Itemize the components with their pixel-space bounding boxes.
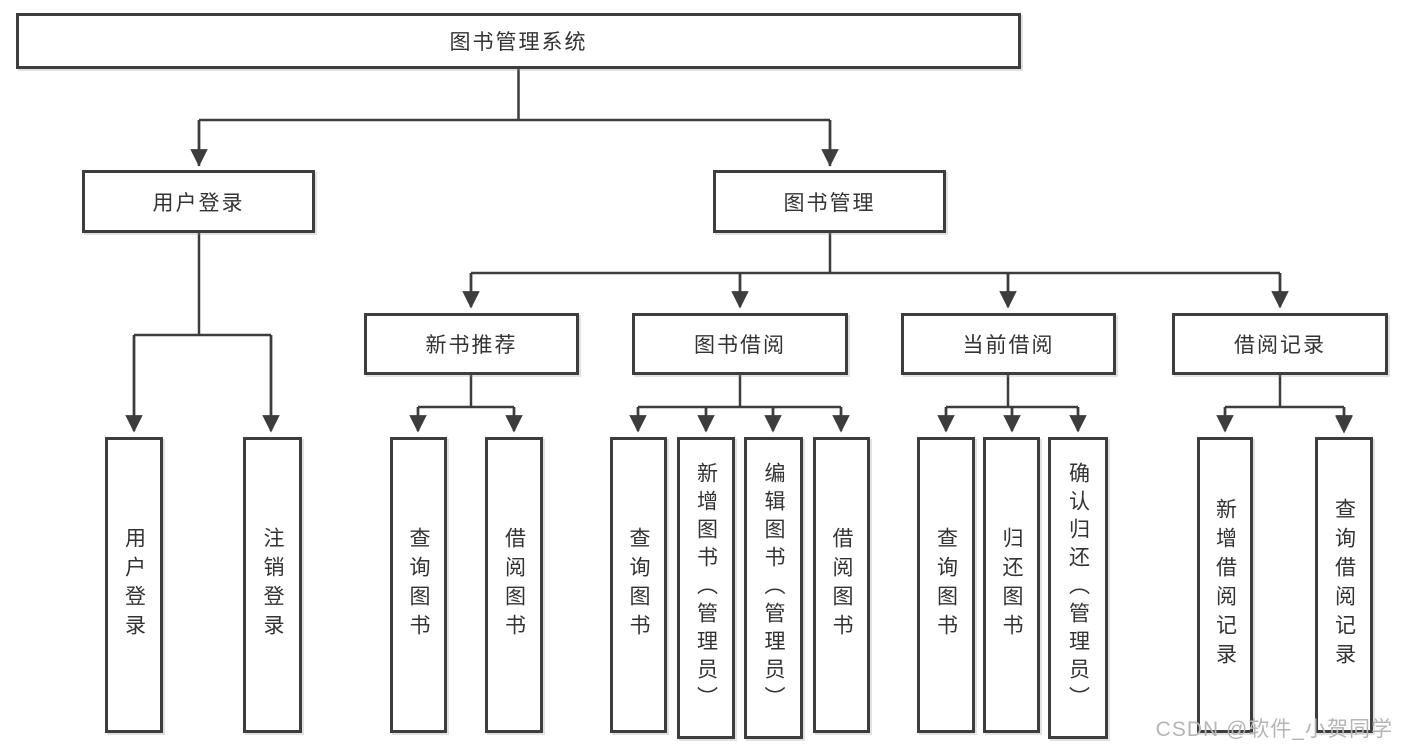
- node-label: 编辑图书（管理员）: [762, 462, 785, 714]
- node-book-management: 图书管理: [713, 170, 946, 233]
- node-label: 用户登录: [122, 527, 146, 643]
- leaf-query-books-recommend: 查询图书: [390, 437, 447, 733]
- leaf-edit-books-admin: 编辑图书（管理员）: [744, 437, 803, 739]
- node-label: 确认归还（管理员）: [1066, 462, 1090, 714]
- node-label: 借阅图书: [502, 527, 526, 643]
- node-current-borrowing: 当前借阅: [901, 313, 1116, 375]
- node-label: 新增借阅记录: [1213, 498, 1237, 672]
- node-label: 归还图书: [1000, 527, 1023, 643]
- leaf-add-books-admin: 新增图书（管理员）: [677, 437, 735, 739]
- csdn-watermark: CSDN @软件_小贺同学: [1155, 718, 1393, 741]
- node-label: 借阅记录: [1234, 334, 1326, 357]
- node-user-login: 用户登录: [82, 170, 315, 233]
- node-label: 查询图书: [934, 527, 958, 643]
- node-label: 图书借阅: [694, 334, 786, 357]
- leaf-user-login: 用户登录: [105, 437, 163, 733]
- node-label: 用户登录: [152, 191, 245, 215]
- node-label: 注销登录: [261, 527, 284, 643]
- leaf-logout: 注销登录: [243, 437, 302, 733]
- node-borrow-records: 借阅记录: [1172, 313, 1388, 375]
- node-label: 新书推荐: [425, 334, 518, 357]
- node-label: 当前借阅: [962, 334, 1055, 357]
- node-root-library-system: 图书管理系统: [16, 13, 1021, 69]
- leaf-query-books-current: 查询图书: [917, 437, 975, 733]
- leaf-borrow-books: 借阅图书: [813, 437, 870, 733]
- node-label: 图书管理系统: [449, 31, 588, 54]
- node-label: 借阅图书: [830, 527, 853, 643]
- leaf-return-books: 归还图书: [983, 437, 1040, 733]
- node-book-borrowing: 图书借阅: [632, 313, 848, 375]
- leaf-query-borrow-record: 查询借阅记录: [1315, 437, 1373, 733]
- leaf-add-borrow-record: 新增借阅记录: [1197, 437, 1253, 733]
- node-label: 图书管理: [783, 191, 876, 215]
- node-label: 新增图书（管理员）: [694, 462, 718, 714]
- node-label: 查询图书: [407, 527, 430, 643]
- leaf-query-books-borrowing: 查询图书: [610, 437, 667, 733]
- leaf-borrow-books-recommend: 借阅图书: [485, 437, 543, 733]
- leaf-confirm-return-admin: 确认归还（管理员）: [1048, 437, 1108, 739]
- node-new-book-recommend: 新书推荐: [364, 313, 579, 375]
- node-label: 查询图书: [627, 527, 650, 643]
- connector-trunks: [134, 69, 1344, 409]
- node-label: 查询借阅记录: [1332, 498, 1356, 672]
